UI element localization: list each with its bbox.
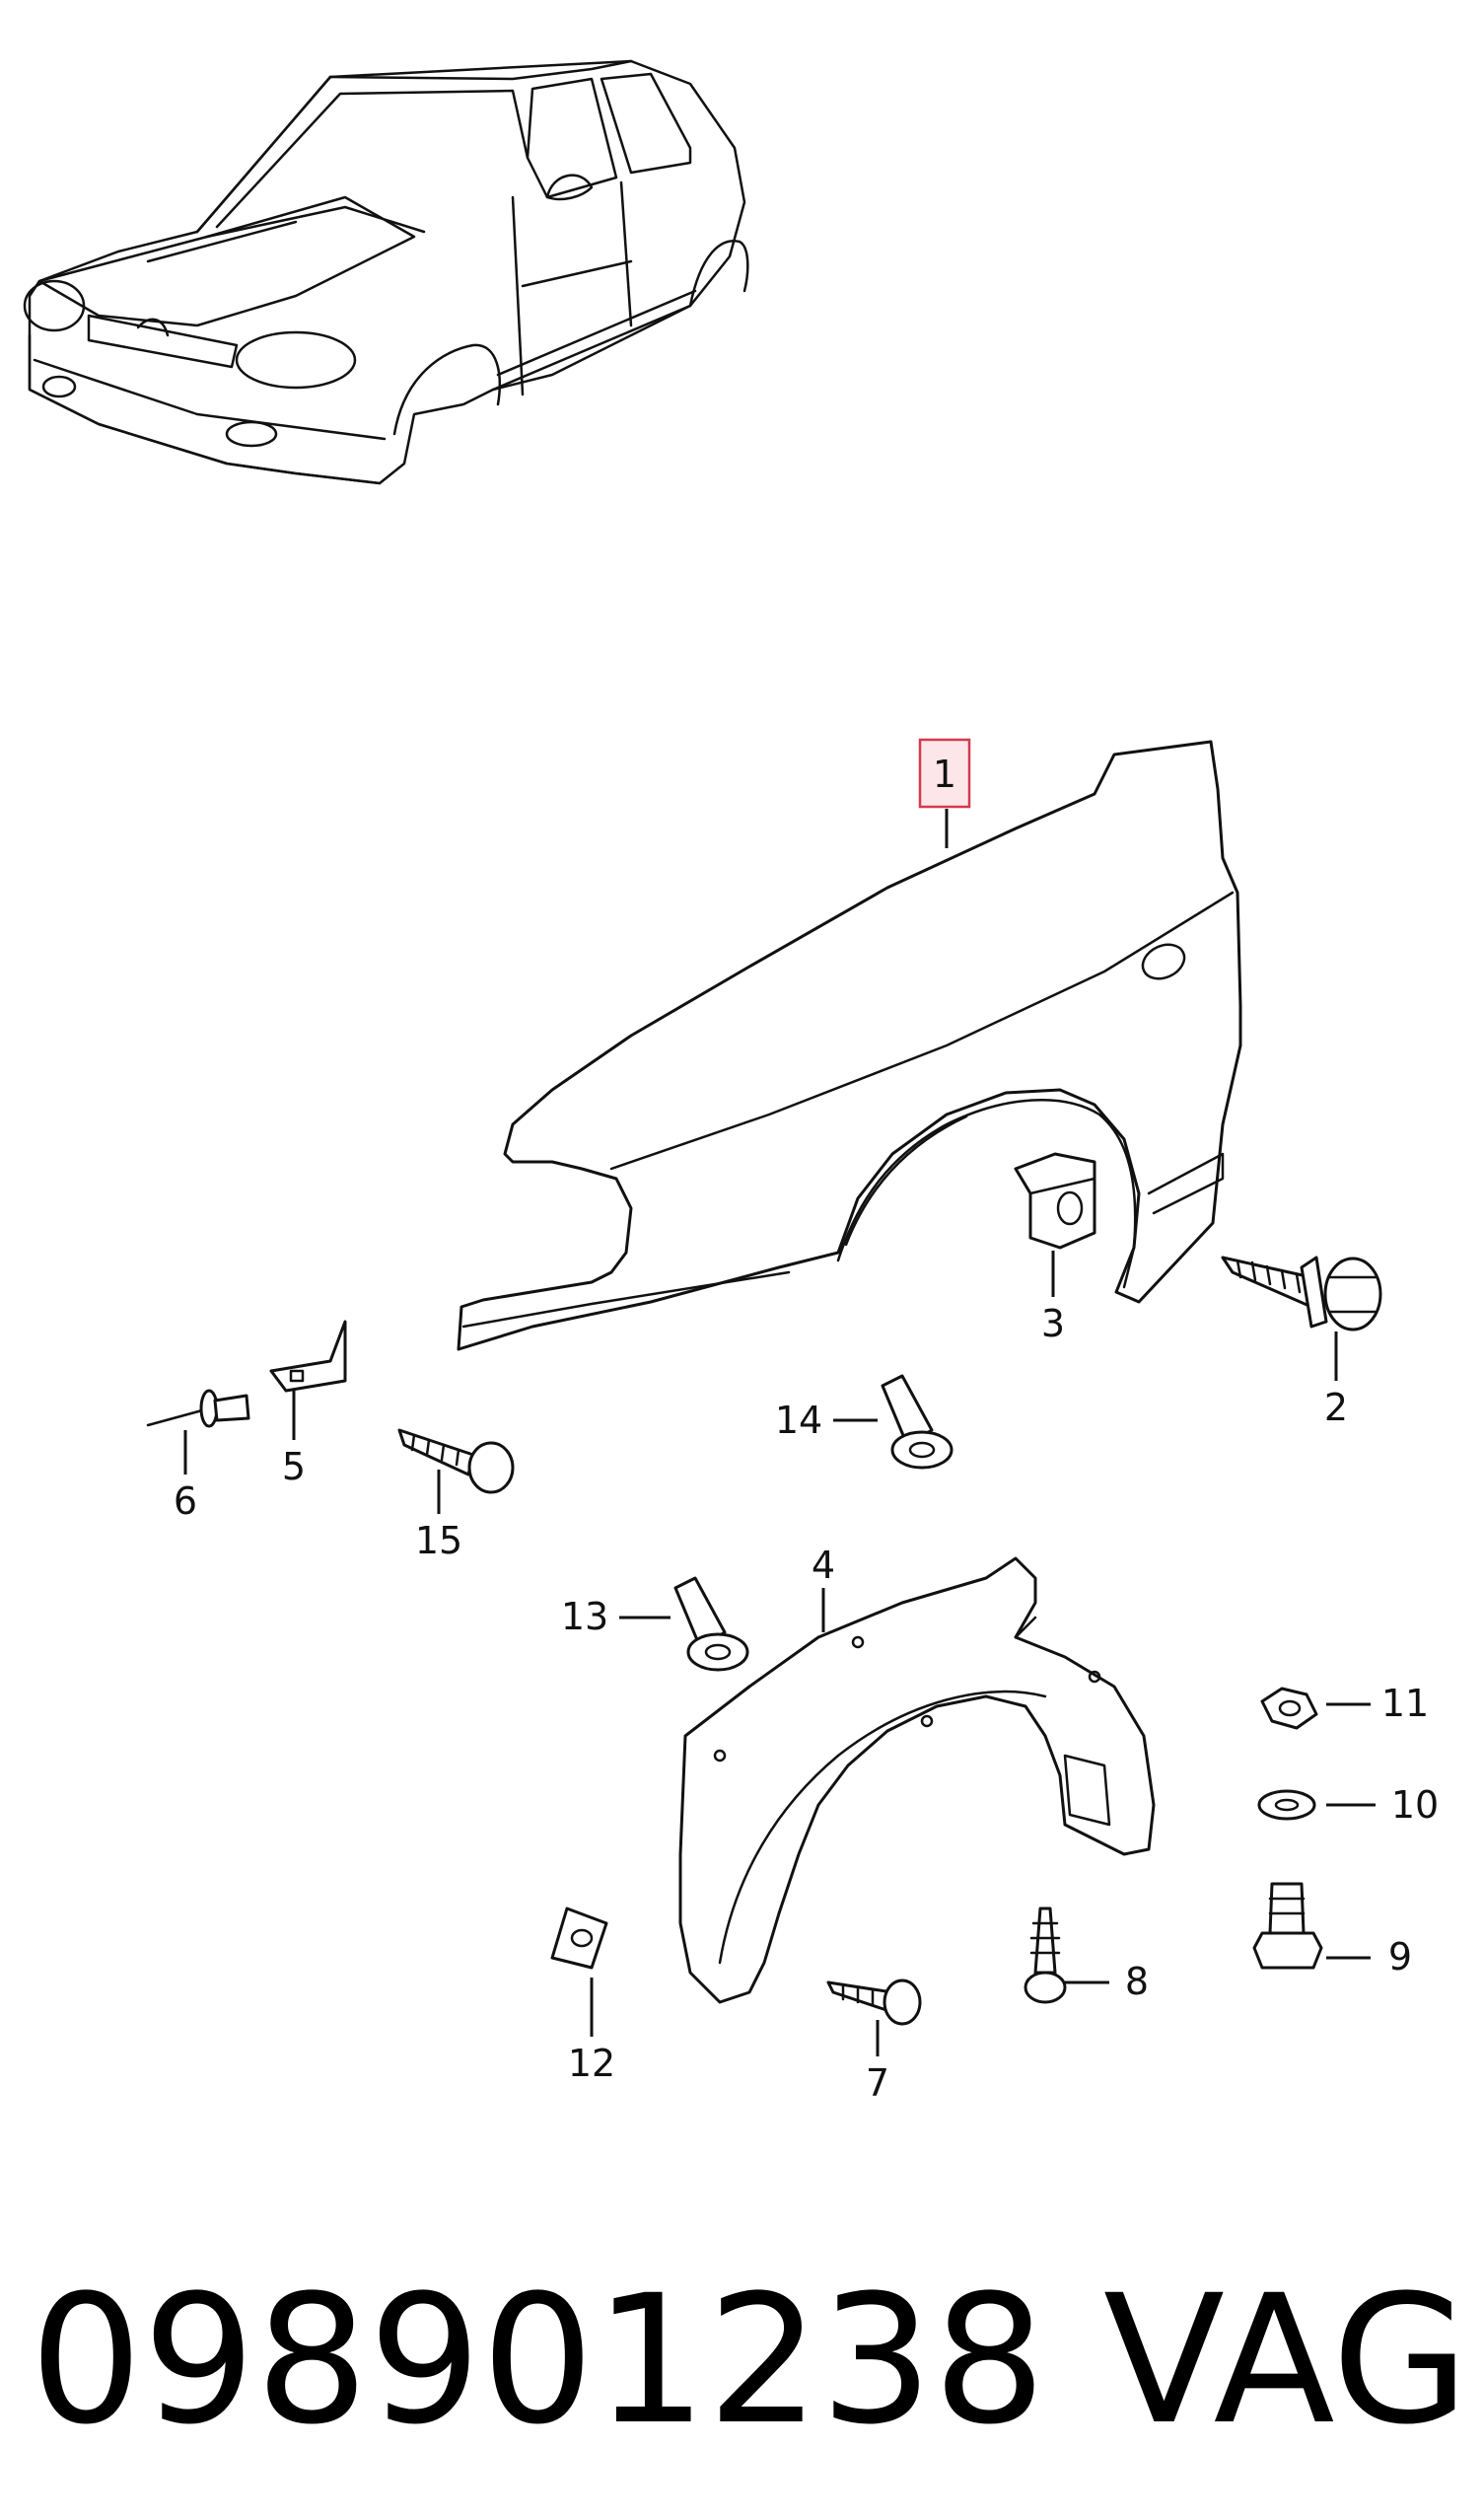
part-label-6: 6 [174,1479,197,1523]
clip-nut-part-14 [881,1374,954,1470]
part-number-text: 098901238 [30,2258,1046,2464]
part-label-4: 4 [812,1544,835,1587]
hex-nut-part-11 [1260,1687,1318,1730]
part-label-15: 15 [415,1519,462,1562]
clip-nut-part-13 [673,1576,749,1672]
part-label-11: 11 [1381,1682,1429,1725]
part-label-7: 7 [866,2061,889,2105]
tapping-screw-part-8 [1024,1907,1067,2004]
leader-lines [183,809,1376,2056]
part-label-12: 12 [568,2042,615,2085]
rivet-part-6 [146,1389,250,1428]
washer-part-10 [1257,1789,1316,1821]
part-label-5: 5 [282,1445,306,1488]
part-label-13: 13 [561,1595,608,1638]
part-label-14: 14 [775,1399,822,1442]
highlight-box-part-1 [918,738,971,809]
car-overview-illustration [23,59,749,485]
part-label-3: 3 [1041,1302,1065,1345]
flange-screw-part-15 [397,1428,515,1494]
fender-part [457,740,1242,1351]
part-label-2: 2 [1324,1386,1348,1429]
bracket-part-3 [1014,1152,1096,1250]
part-label-1: 1 [933,753,956,796]
part-label-9: 9 [1388,1935,1412,1979]
clip-part-12 [550,1907,608,1970]
brand-text: VAG [1103,2258,1469,2464]
clip-part-5 [269,1320,347,1393]
hex-bolt-part-9 [1252,1882,1323,1970]
flange-screw-part-7 [826,1979,922,2026]
part-label-10: 10 [1391,1783,1439,1827]
wheel-arch-liner-part-4 [678,1556,1156,2004]
flange-bolt-part-2 [1221,1256,1382,1331]
part-label-8: 8 [1125,1960,1149,2003]
